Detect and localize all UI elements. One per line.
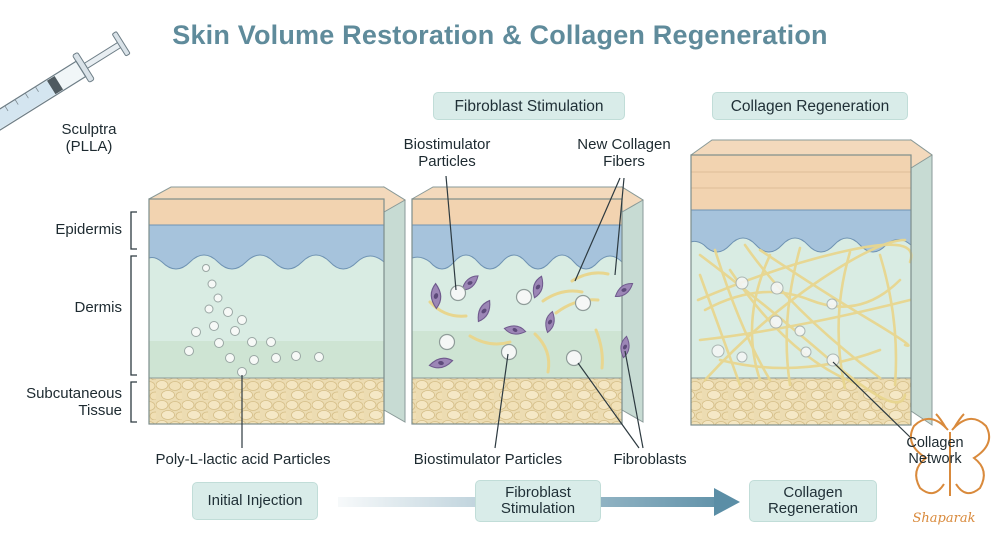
skin-block-collagen-regeneration — [690, 139, 933, 426]
plla-particle-cluster — [184, 264, 324, 377]
pointer-lines — [241, 175, 911, 449]
label-plla-particles: Poly-L-lactic acid Particles — [155, 451, 331, 468]
biostimulator-particles — [438, 284, 592, 367]
label-biostimulator-bottom: Biostimulator Particles — [413, 451, 563, 468]
header-collagen-regeneration: Collagen Regeneration — [712, 92, 908, 120]
watermark-text: Shaparak — [912, 511, 976, 526]
butterfly-logo-icon — [910, 413, 990, 496]
flow-step-initial-injection: Initial Injection — [192, 482, 318, 520]
page-title: Skin Volume Restoration & Collagen Regen… — [172, 20, 828, 50]
label-fibroblasts: Fibroblasts — [613, 451, 687, 468]
collagen-fibers-new — [428, 271, 610, 374]
skin-block-fibroblast-stimulation — [411, 186, 644, 425]
skin-block-initial-injection — [148, 186, 406, 425]
layer-brackets — [130, 211, 137, 423]
syringe-icon — [0, 31, 131, 140]
label-sculptra: Sculptra(PLLA) — [61, 121, 117, 155]
degrading-particles — [711, 276, 840, 367]
label-dermis: Dermis — [74, 299, 123, 316]
label-epidermis: Epidermis — [55, 221, 122, 238]
header-fibroblast-stimulation: Fibroblast Stimulation — [433, 92, 625, 120]
